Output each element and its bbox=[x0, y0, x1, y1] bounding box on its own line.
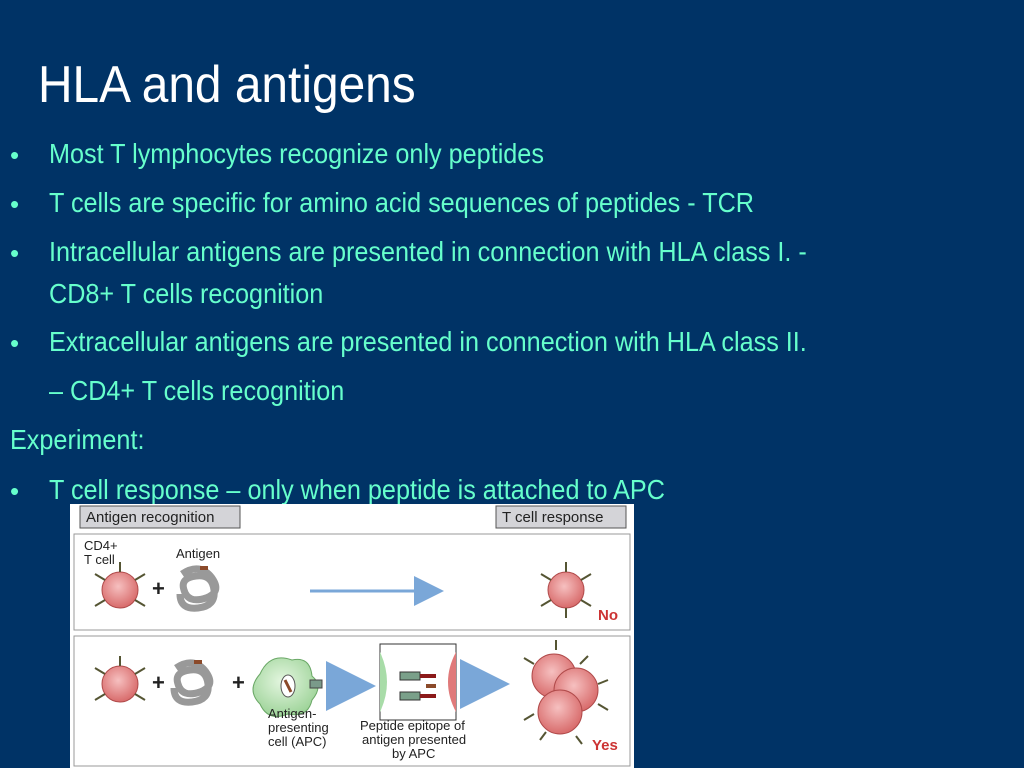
header-t-cell-response-box bbox=[495, 505, 627, 529]
apc-label-2: presenting bbox=[268, 720, 329, 735]
sub-bullet-text: – CD4+ T cells recognition bbox=[49, 375, 345, 406]
result-yes: Yes bbox=[592, 737, 618, 754]
apc-label-1: Antigen- bbox=[268, 706, 316, 721]
antigen-icon bbox=[170, 659, 214, 706]
epitope-label-3: by APC bbox=[392, 746, 435, 761]
plus-sign: + bbox=[152, 576, 165, 601]
slide-title: HLA and antigens bbox=[38, 56, 416, 114]
plus-sign: + bbox=[232, 670, 245, 695]
bullet-text-3: Intracellular antigens are presented in … bbox=[49, 236, 807, 267]
bullet-text-2: T cells are specific for amino acid sequ… bbox=[49, 187, 755, 218]
bullet-glyph: • bbox=[10, 476, 20, 506]
epitope-label-1: Peptide epitope of bbox=[360, 718, 465, 733]
epitope-inset-icon bbox=[379, 643, 457, 721]
bullet-glyph: • bbox=[10, 328, 20, 358]
apc-label-3: cell (APC) bbox=[268, 734, 327, 749]
experiment-heading: Experiment: bbox=[10, 424, 145, 455]
t-cell-label: T cell bbox=[84, 552, 115, 567]
bullet-text-4: Extracellular antigens are presented in … bbox=[49, 326, 807, 357]
t-cell-icon bbox=[94, 562, 146, 609]
bullet-glyph: • bbox=[10, 189, 20, 219]
t-cell-result-icon bbox=[540, 562, 592, 618]
plus-sign: + bbox=[152, 670, 165, 695]
bullet-text-1: Most T lymphocytes recognize only peptid… bbox=[49, 138, 544, 169]
row1-panel bbox=[73, 533, 631, 631]
experiment-diagram: Antigen recognition T cell response CD4+… bbox=[73, 505, 631, 767]
bullet-text-3-cont: CD8+ T cells recognition bbox=[49, 278, 324, 309]
t-cell-icon bbox=[94, 656, 146, 703]
proliferating-t-cells-icon bbox=[523, 640, 609, 745]
result-no: No bbox=[598, 607, 618, 624]
header-t-cell-response: T cell response bbox=[502, 509, 603, 526]
antigen-label: Antigen bbox=[176, 546, 220, 561]
header-antigen-recognition-box bbox=[79, 505, 241, 529]
bullet-text-5: T cell response – only when peptide is a… bbox=[49, 474, 665, 505]
header-antigen-recognition: Antigen recognition bbox=[86, 509, 214, 526]
experiment-figure: Antigen recognition T cell response CD4+… bbox=[70, 504, 634, 768]
bullet-glyph: • bbox=[10, 140, 20, 170]
antigen-icon bbox=[176, 565, 220, 612]
bullet-glyph: • bbox=[10, 238, 20, 268]
cd4-label: CD4+ bbox=[84, 538, 118, 553]
apc-icon bbox=[252, 657, 323, 717]
epitope-label-2: antigen presented bbox=[362, 732, 466, 747]
